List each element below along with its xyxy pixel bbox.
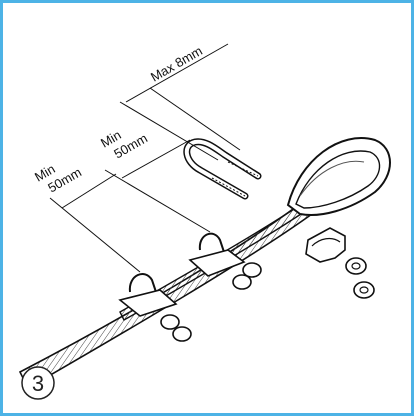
dimension-lines: [49, 43, 241, 273]
step-badge: 3: [21, 366, 55, 400]
wire-rope: [18, 198, 314, 390]
wire-rope-clip-1: [118, 273, 192, 342]
step-number: 3: [32, 371, 44, 396]
u-bolt: [183, 138, 262, 200]
dimension-spacing-1: Min 50mm: [32, 161, 84, 195]
thimble-eye: [286, 137, 391, 216]
wire-rope-clip-2: [188, 232, 262, 290]
dimension-spacing-2: Min 50mm: [98, 127, 150, 161]
dimension-max-gap: Max 8mm: [148, 43, 205, 85]
nut-lower: [353, 281, 375, 299]
svg-text:Max 8mm: Max 8mm: [148, 43, 205, 85]
nut-upper: [345, 257, 367, 275]
saddle: [305, 227, 346, 263]
